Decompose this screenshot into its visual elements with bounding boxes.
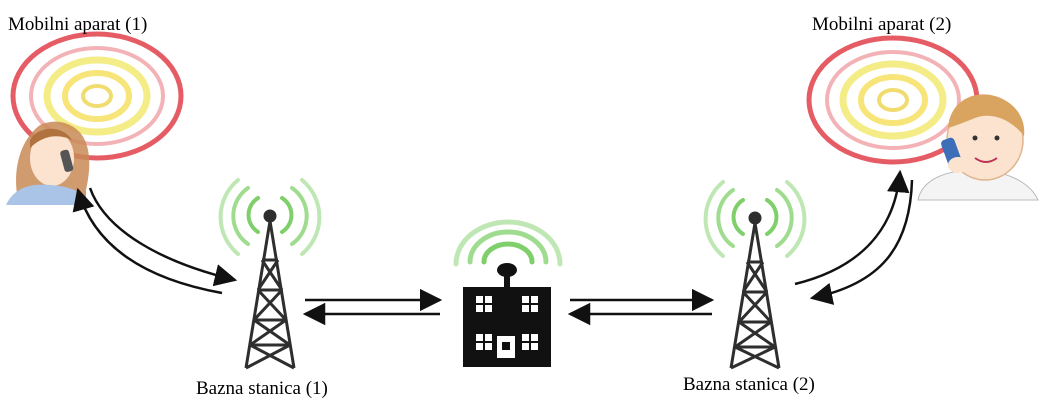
signal-rings-icon-mobile1 <box>10 31 184 161</box>
signal-arcs-icon-tower2 <box>703 180 807 258</box>
arrow-tower2-to-mobile2 <box>794 169 910 286</box>
signal-arcs-icon-tower1 <box>218 178 322 256</box>
label-base-station-2: Bazna stanica (2) <box>683 374 815 395</box>
signal-arcs-icon-building <box>453 219 563 267</box>
label-base-station-1: Bazna stanica (1) <box>196 378 328 399</box>
radio-tower-icon-2 <box>729 211 781 370</box>
radio-tower-icon-1 <box>244 209 296 370</box>
woman-with-phone-icon <box>6 121 92 205</box>
arrow-tower1-to-mobile1 <box>72 187 223 295</box>
label-mobile-2: Mobilni aparat (2) <box>812 14 952 35</box>
boy-with-phone-icon <box>917 94 1039 201</box>
arrows <box>72 169 914 326</box>
switching-center-building-icon <box>463 263 551 367</box>
arrow-mobile1-to-tower1 <box>88 187 238 287</box>
arrow-mobile2-to-tower2 <box>809 179 914 305</box>
label-mobile-1: Mobilni aparat (1) <box>8 14 148 35</box>
